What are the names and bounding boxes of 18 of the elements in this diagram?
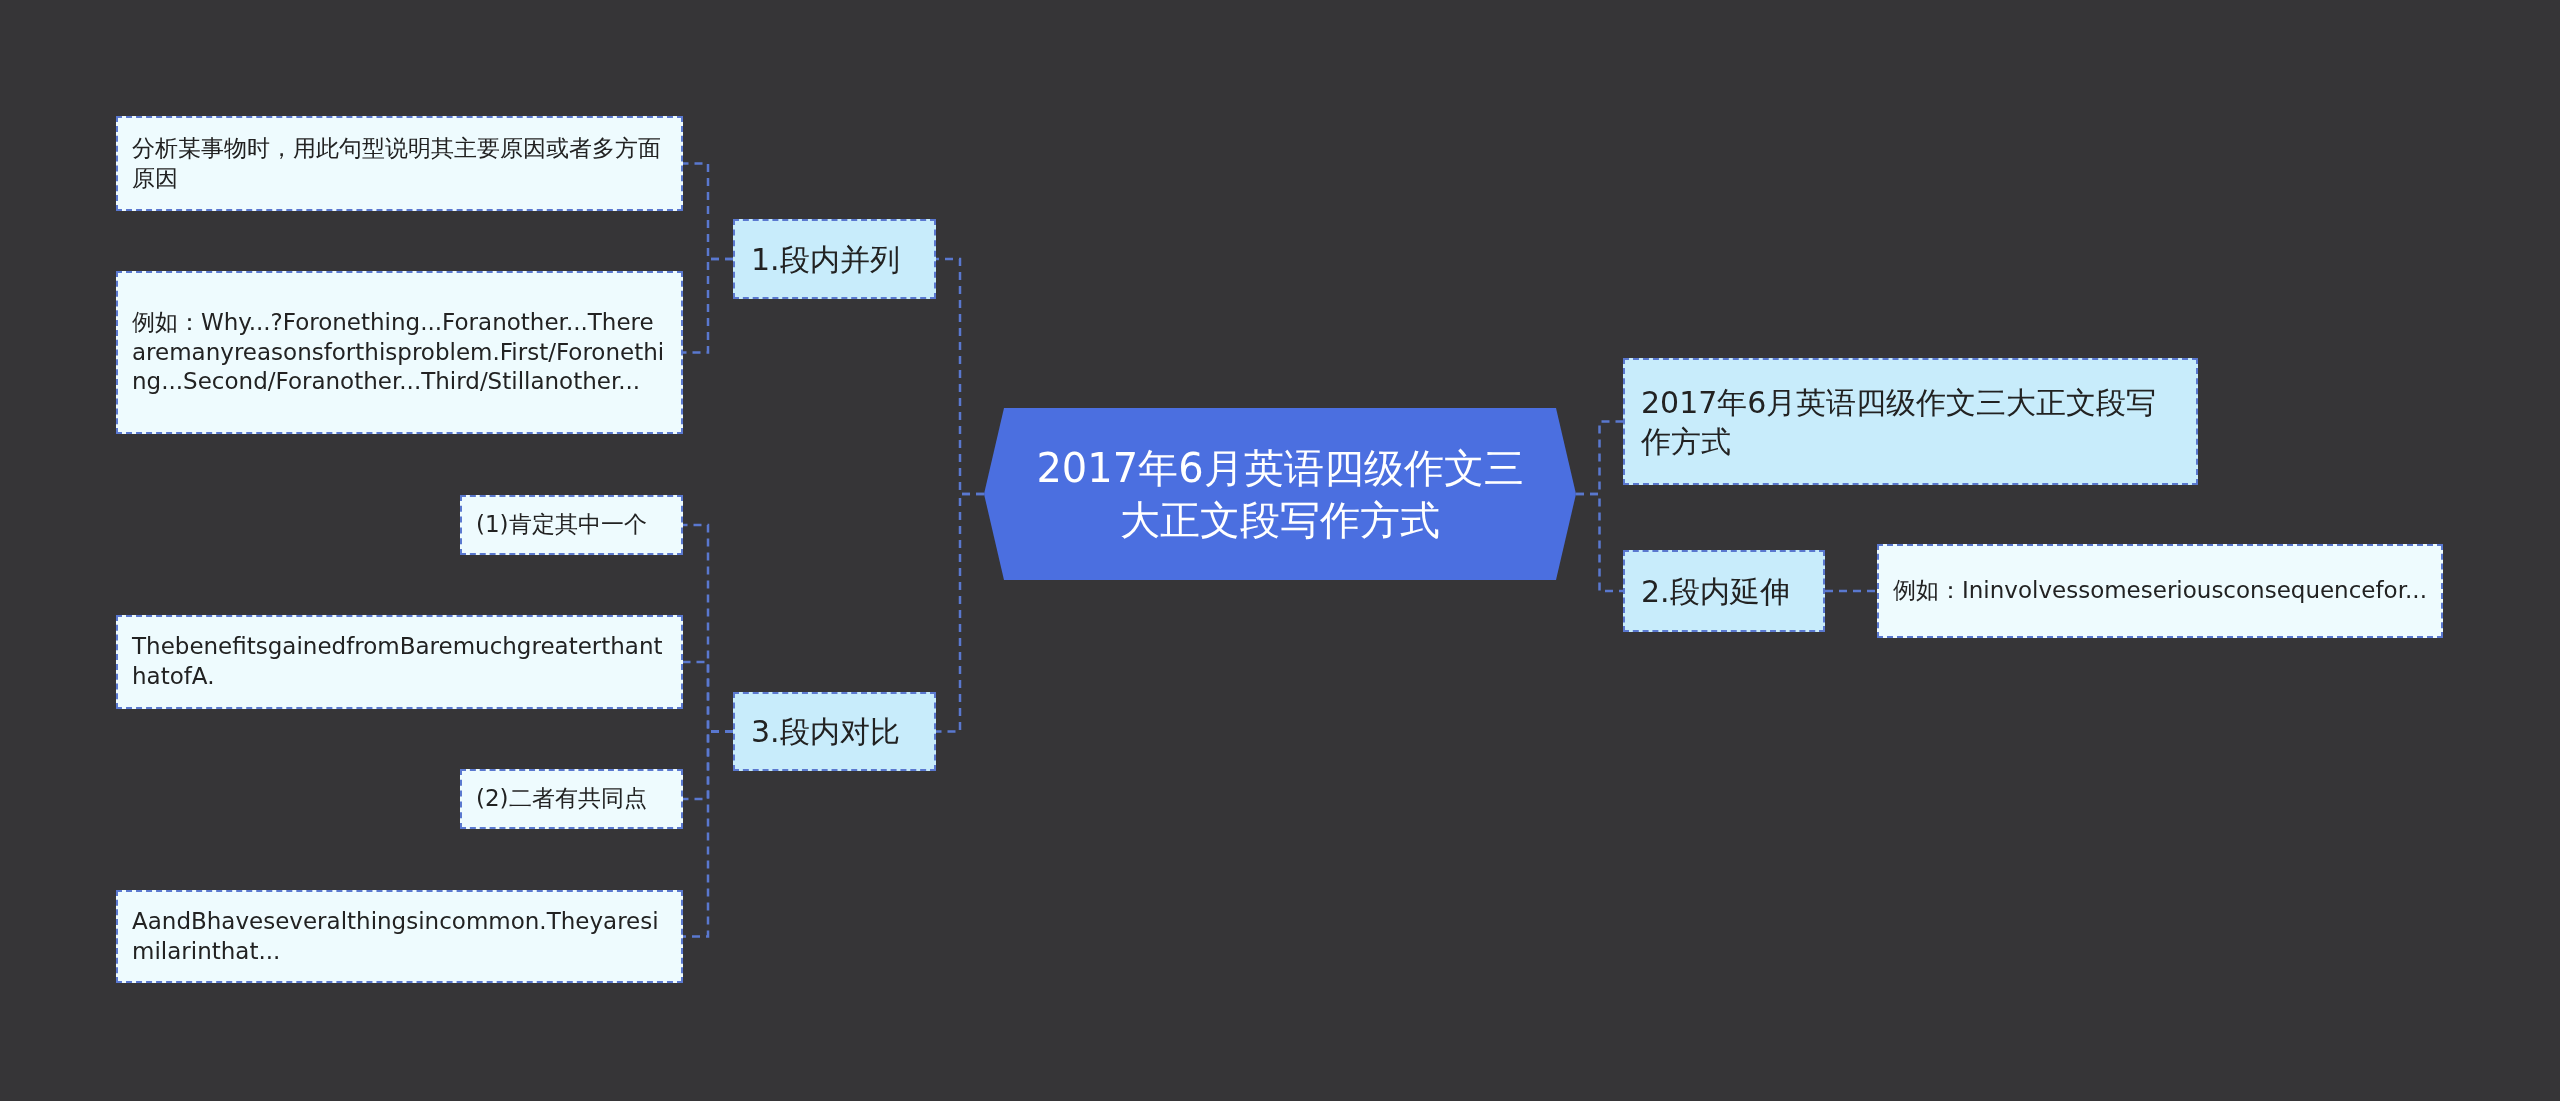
connector-line: [936, 492, 984, 733]
connector-line: [1825, 589, 1877, 593]
note-box: 例如：Ininvolvessomeseriousconsequencefor...: [1877, 544, 2443, 638]
topic-box: 1.段内并列: [733, 219, 936, 299]
note-box: 例如：Why...?Foronething...Foranother...Therearemanyreasonsforthisproblem.First/Foronething...Second/Foranother...Third/Stillanother...: [116, 271, 683, 434]
connector-line: [683, 257, 733, 354]
topic-hexagon: [984, 408, 1576, 580]
connector-line: [683, 730, 733, 938]
topic-box: 3.段内对比: [733, 692, 936, 771]
note-box: (2)二者有共同点: [460, 769, 683, 829]
note-box: (1)肯定其中一个: [460, 495, 683, 555]
connector-line: [1576, 492, 1623, 593]
topic-title: 2017年6月英语四级作文三大正文段写作方式: [1035, 444, 1525, 545]
topic-box: 2.段内延伸: [1623, 550, 1825, 632]
note-box: 分析某事物时，用此句型说明其主要原因或者多方面原因: [116, 116, 683, 211]
topic-box: 2017年6月英语四级作文三大正文段写作方式: [1623, 358, 2198, 485]
note-box: AandBhaveseveralthingsincommon.Theyaresimilarinthat...: [116, 890, 683, 983]
note-box: ThebenefitsgainedfromBaremuchgreaterthanthatofA.: [116, 615, 683, 709]
